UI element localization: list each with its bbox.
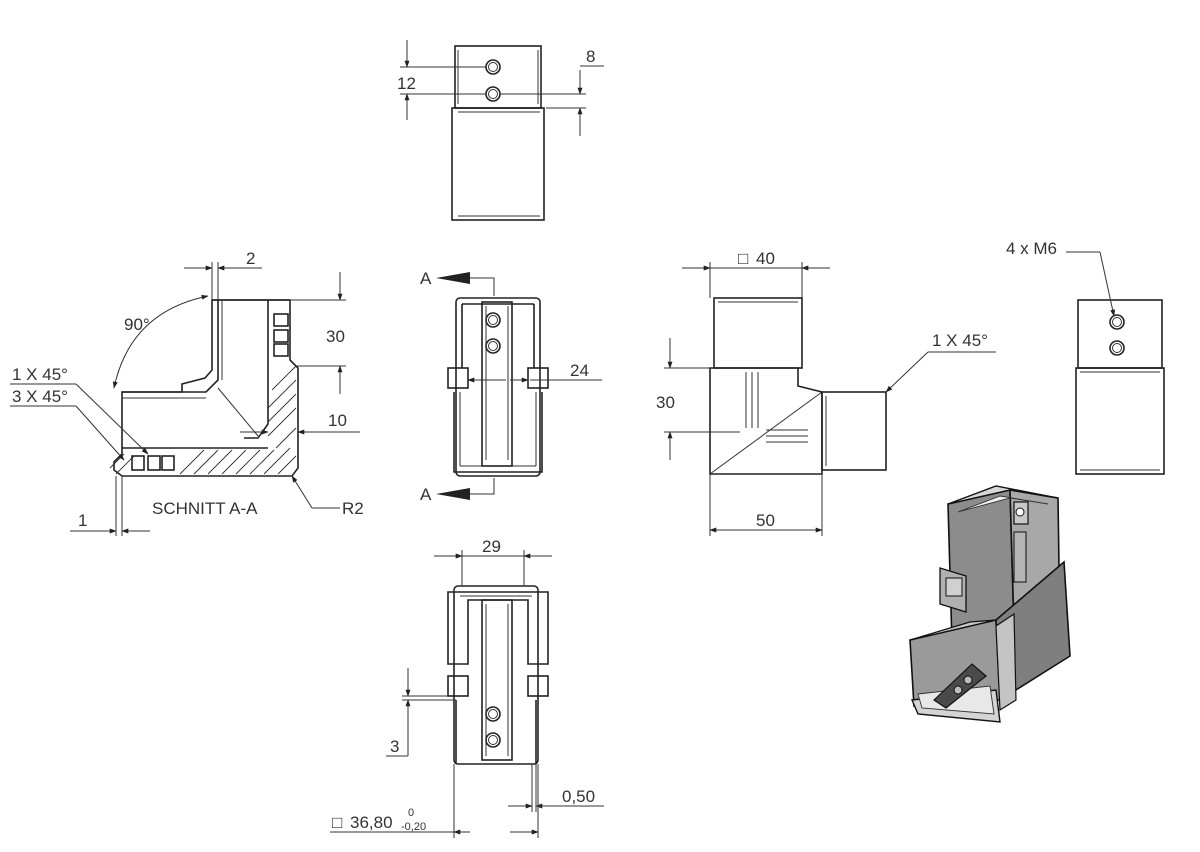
dim-10-label: 10 bbox=[328, 411, 347, 430]
bottom-view-slot bbox=[481, 599, 513, 761]
chamfer-3x45-label: 3 X 45° bbox=[12, 387, 68, 406]
tolerance-lower: -0,20 bbox=[401, 821, 426, 833]
thread-label: 4 x M6 bbox=[1006, 239, 1057, 258]
dim-3680-label: 36,80 bbox=[350, 813, 393, 832]
top-view: 12 8 bbox=[397, 40, 604, 221]
section-hatching bbox=[109, 365, 297, 475]
side-view-right-tube bbox=[821, 391, 887, 471]
front-view-outline bbox=[455, 297, 541, 477]
side-view-corner bbox=[709, 367, 823, 475]
top-view-lower-body bbox=[451, 107, 545, 221]
radius-r2-label: R2 bbox=[342, 499, 364, 518]
front-view-slot bbox=[481, 301, 513, 467]
section-mark-top: A bbox=[420, 269, 432, 288]
front-view: A A 24 bbox=[420, 269, 602, 504]
side-chamfer-label: 1 X 45° bbox=[932, 331, 988, 350]
square-symbol: □ bbox=[332, 813, 342, 832]
dim-50-label: 50 bbox=[756, 511, 775, 530]
dim-2-label: 2 bbox=[246, 249, 255, 268]
tapped-hole-icon bbox=[485, 338, 501, 354]
tolerance-upper: 0 bbox=[408, 807, 414, 819]
angle-90-arc bbox=[112, 294, 209, 389]
side-view: □ 40 1 X 45° 30 50 bbox=[656, 249, 996, 536]
dim-12-label: 12 bbox=[397, 74, 416, 93]
section-title: SCHNITT A-A bbox=[152, 499, 258, 518]
tapped-hole-icon bbox=[485, 732, 501, 748]
dim-050-label: 0,50 bbox=[562, 787, 595, 806]
angle-90-label: 90° bbox=[124, 315, 150, 334]
section-dim-30-label: 30 bbox=[326, 327, 345, 346]
square-symbol: □ bbox=[738, 249, 748, 268]
right-view: 4 x M6 bbox=[1006, 239, 1165, 475]
section-a-a-view: 2 90° 30 10 1 X 45° 3 X 45° SCHNITT A-A … bbox=[10, 249, 364, 536]
dim-24-label: 24 bbox=[570, 361, 589, 380]
chamfer-1x45-label: 1 X 45° bbox=[12, 365, 68, 384]
section-mark-bottom: A bbox=[420, 485, 432, 504]
dim-8-label: 8 bbox=[586, 47, 595, 66]
section-arrow-icon bbox=[436, 272, 470, 284]
tapped-hole-icon bbox=[485, 706, 501, 722]
dim-1-label: 1 bbox=[78, 511, 87, 530]
tapped-hole-icon bbox=[485, 312, 501, 328]
bottom-view-outline bbox=[453, 585, 539, 765]
tapped-hole-icon bbox=[1109, 340, 1125, 356]
dim-3-label: 3 bbox=[390, 737, 399, 756]
tapped-hole-icon bbox=[1109, 314, 1125, 330]
side-dim-30-label: 30 bbox=[656, 393, 675, 412]
side-view-upper-tube bbox=[713, 297, 803, 369]
right-view-lower-body bbox=[1075, 367, 1165, 475]
section-arrow-icon bbox=[436, 488, 470, 500]
right-view-upper-body bbox=[1077, 299, 1163, 369]
dim-29-label: 29 bbox=[482, 537, 501, 556]
bottom-view: 29 3 0,50 □ 36,80 0 -0,20 bbox=[330, 537, 604, 838]
isometric-view bbox=[909, 485, 1071, 723]
dim-40-label: 40 bbox=[756, 249, 775, 268]
